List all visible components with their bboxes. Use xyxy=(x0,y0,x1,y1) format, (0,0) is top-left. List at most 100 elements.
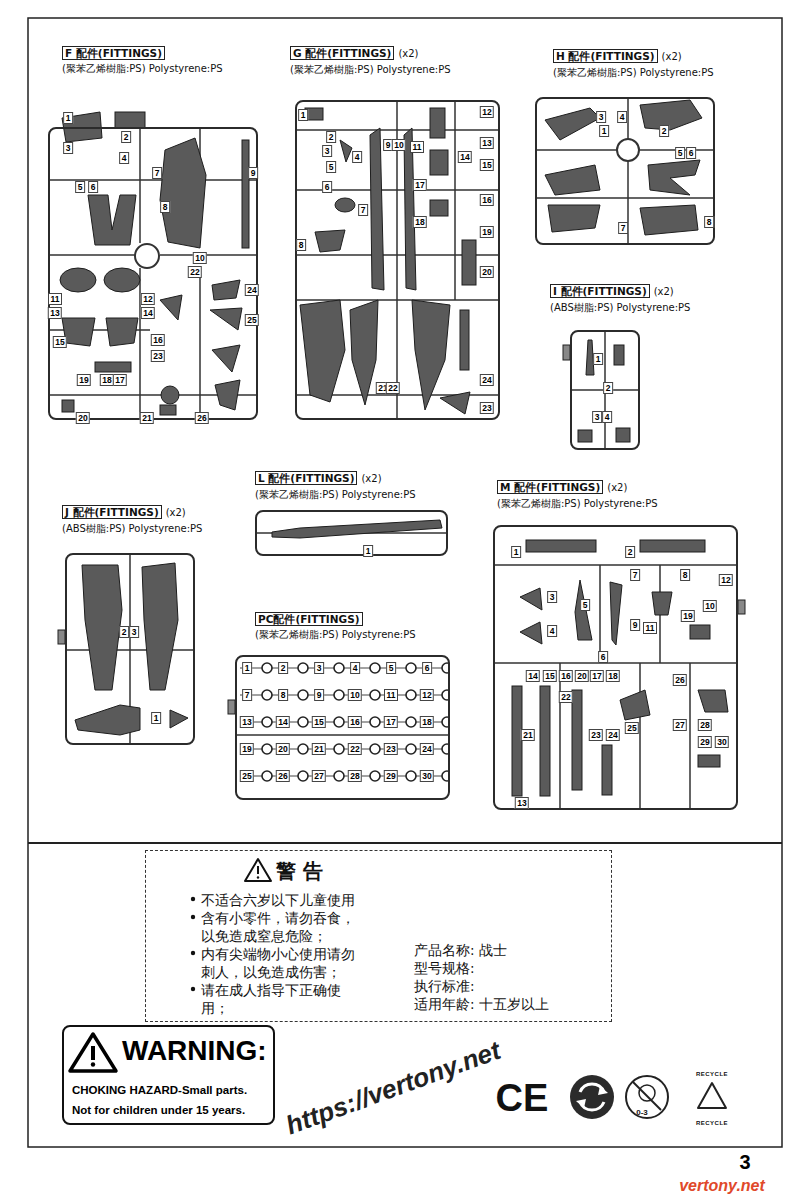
callout-number: 13 xyxy=(240,716,254,728)
sprue-gate-ring xyxy=(617,139,639,161)
callout-number: 28 xyxy=(698,719,712,731)
callout-number: 27 xyxy=(312,770,326,782)
material-note: (x2) xyxy=(607,482,627,493)
callout-number: 18 xyxy=(413,216,427,228)
material-note: (聚苯乙烯樹脂:PS) Polystyrene:PS xyxy=(497,498,658,509)
sprue-heading: F 配件(FITTINGS) (聚苯乙烯樹脂:PS) Polystyrene:PS xyxy=(62,45,227,76)
kit-part xyxy=(540,686,550,796)
kit-part xyxy=(698,690,728,712)
callout-number: 11 xyxy=(643,622,657,634)
callout-number: 20 xyxy=(480,266,494,278)
callout-number: 15 xyxy=(543,670,557,682)
callout-number: 13 xyxy=(480,137,494,149)
callout-number: 1 xyxy=(151,712,161,724)
sprue-heading: G 配件(FITTINGS) (x2) (聚苯乙烯樹脂:PS) Polystyren… xyxy=(290,45,455,77)
heading-line: (ABS樹脂:PS) Polystyrene:PS xyxy=(62,520,206,536)
callout-number: 15 xyxy=(480,159,494,171)
sprue-letter: H 配件(FITTINGS) xyxy=(553,49,658,63)
material-note: (聚苯乙烯樹脂:PS) Polystyrene:PS xyxy=(255,629,416,640)
callout-number: 8 xyxy=(680,569,690,581)
page-frame xyxy=(28,18,782,1147)
sprue-heading: J 配件(FITTINGS)(x2)(ABS樹脂:PS) Polystyrene… xyxy=(62,504,206,536)
kit-part xyxy=(520,622,542,644)
callout-number: 20 xyxy=(276,743,290,755)
callout-number: 14 xyxy=(141,307,155,319)
warning-bullet xyxy=(191,951,195,955)
kit-part xyxy=(602,745,612,795)
material-note: (x2) xyxy=(361,473,381,484)
callout-number: 1 xyxy=(599,125,609,137)
callout-number: 19 xyxy=(240,743,254,755)
kit-part xyxy=(460,310,469,370)
callout-number: 1 xyxy=(593,353,603,365)
page-frame xyxy=(28,18,782,1147)
callout-number: 2 xyxy=(603,382,613,394)
kit-part xyxy=(430,150,448,175)
kit-part xyxy=(572,690,582,790)
recycle-mark xyxy=(570,1075,614,1119)
material-note: (聚苯乙烯樹脂:PS) Polystyrene:PS xyxy=(290,64,451,75)
callout-number: 24 xyxy=(245,284,259,296)
callout-number: 7 xyxy=(630,569,640,581)
callout-number: 8 xyxy=(296,239,306,251)
warning-text: WARNING: xyxy=(122,1035,267,1067)
kit-part xyxy=(212,345,240,372)
watermark: https://vertony.net xyxy=(282,1036,504,1140)
heading-line: J 配件(FITTINGS)(x2) xyxy=(62,504,206,520)
ce-mark: CE xyxy=(496,1079,549,1117)
callout-number: 22 xyxy=(348,743,362,755)
callout-number: 11 xyxy=(384,689,398,701)
material-note: (ABS樹脂:PS) Polystyrene:PS xyxy=(550,302,690,313)
callout-number: 7 xyxy=(618,222,628,234)
callout-number: 3 xyxy=(547,591,557,603)
heading-line: (聚苯乙烯樹脂:PS) Polystyrene:PS xyxy=(290,61,455,77)
age-warning-icon xyxy=(633,1082,661,1110)
sprue-gate-ring xyxy=(135,139,639,268)
heading-line: F 配件(FITTINGS) xyxy=(62,45,227,60)
warning-triangle xyxy=(91,1046,95,1060)
heading-line: M 配件(FITTINGS)(x2) xyxy=(497,479,662,495)
sprue-frame: M 配件(FITTINGS)(x2)(聚苯乙烯樹脂:PS) Polystyren… xyxy=(493,525,738,810)
kit-part xyxy=(620,690,650,720)
callout-number: 24 xyxy=(420,743,434,755)
callout-number: 12 xyxy=(420,689,434,701)
sprue-runner xyxy=(535,97,715,245)
sprue-letter: G 配件(FITTINGS) xyxy=(290,46,394,60)
callout-number: 12 xyxy=(719,574,733,586)
sprue-heading: PC配件(FITTINGS) (聚苯乙烯樹脂:PS) Polystyrene:PS xyxy=(255,611,420,642)
callout-number: 21 xyxy=(140,412,154,424)
material-note: (x2) xyxy=(166,507,186,518)
callout-number: 26 xyxy=(276,770,290,782)
warning-bullet xyxy=(191,987,195,991)
material-note: (聚苯乙烯樹脂:PS) Polystyrene:PS xyxy=(62,63,223,74)
warning-triangle xyxy=(245,859,271,881)
kit-part xyxy=(106,318,138,346)
kit-part xyxy=(526,540,596,552)
sprue-runner xyxy=(65,553,195,745)
callout-number: 23 xyxy=(151,350,165,362)
callout-number: 6 xyxy=(598,651,608,663)
material-note: (x2) xyxy=(398,48,418,59)
callout-number: 4 xyxy=(352,151,362,163)
kit-part xyxy=(430,108,445,138)
sprue-letter: PC配件(FITTINGS) xyxy=(255,612,363,626)
callout-number: 10 xyxy=(348,689,362,701)
kit-part xyxy=(60,100,728,796)
callout-number: 16 xyxy=(151,334,165,346)
heading-line: (聚苯乙烯樹脂:PS) Polystyrene:PS xyxy=(553,64,718,80)
heading-line: L 配件(FITTINGS)(x2) xyxy=(255,470,420,486)
kit-part xyxy=(578,430,592,442)
kit-part xyxy=(545,165,600,195)
callout-number: 29 xyxy=(698,736,712,748)
callout-number: 17 xyxy=(113,374,127,386)
sprue-frame: J 配件(FITTINGS)(x2)(ABS樹脂:PS) Polystyrene… xyxy=(65,553,195,745)
kit-part xyxy=(62,400,74,412)
kit-part xyxy=(430,200,448,216)
heading-line: I 配件(FITTINGS)(x2) xyxy=(550,283,694,299)
callout-number: 22 xyxy=(559,691,573,703)
sprue-heading: H 配件(FITTINGS)(x2)(聚苯乙烯樹脂:PS) Polystyren… xyxy=(553,48,718,80)
heading-line: G 配件(FITTINGS) (x2) xyxy=(290,45,455,61)
warning-text: 警 告 xyxy=(276,859,323,883)
warning-triangle xyxy=(70,1034,116,1071)
